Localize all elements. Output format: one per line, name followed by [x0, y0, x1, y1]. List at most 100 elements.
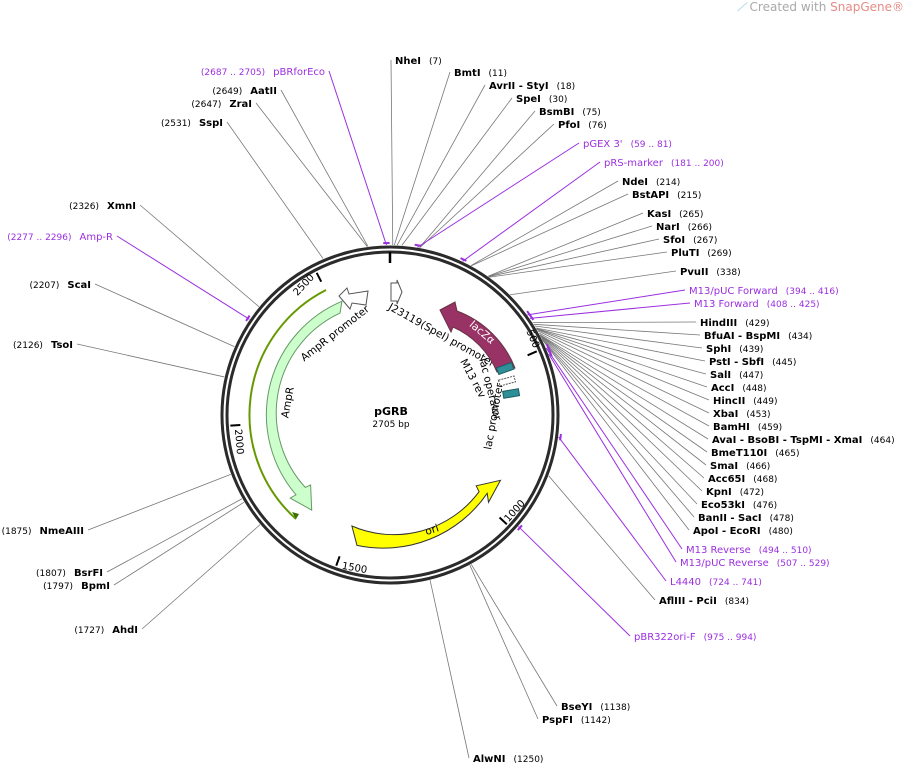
- enzyme-site-pvuii[interactable]: PvuII(338): [680, 267, 741, 278]
- leader-pgex-3: [417, 142, 580, 248]
- enzyme-site-bseyi[interactable]: BseYI(1138): [561, 702, 630, 713]
- enzyme-site-bpmi[interactable]: (1797)BpmI: [43, 581, 110, 592]
- leader-sspi: [226, 121, 324, 259]
- enzyme-site-bstapi[interactable]: BstAPI(215): [632, 190, 701, 201]
- enzyme-site-hindiii[interactable]: HindIII(429): [700, 318, 769, 329]
- ori-arrow: [351, 479, 502, 549]
- primer-name: L4440: [670, 577, 701, 588]
- enzyme-site-sfoi[interactable]: SfoI(267): [663, 235, 717, 246]
- enzyme-site-acc65i[interactable]: Acc65I(468): [708, 474, 777, 485]
- enzyme-site-ndei[interactable]: NdeI(214): [622, 177, 680, 188]
- enzyme-site-pspfi[interactable]: PspFI(1142): [542, 715, 611, 726]
- primer-m13-forward[interactable]: M13 Forward(408 .. 425): [694, 299, 820, 310]
- enzyme-name: XmnI: [107, 201, 136, 212]
- leader-psti-sbfi: [535, 327, 706, 362]
- enzyme-site-zrai[interactable]: (2647)ZraI: [191, 99, 252, 110]
- leader-nari: [488, 225, 653, 277]
- primer-prs-marker[interactable]: pRS-marker(181 .. 200): [604, 158, 724, 169]
- enzyme-site-xbai[interactable]: XbaI(453): [713, 409, 771, 420]
- enzyme-site-sphi[interactable]: SphI(439): [706, 344, 763, 355]
- lacza-arrow: [439, 301, 516, 373]
- leader-pluti: [489, 251, 668, 278]
- enzyme-name: AvaI - BsoBI - TspMI - XmaI: [712, 435, 862, 446]
- leader-bfuai-bspmi: [533, 323, 701, 336]
- leader-bamhi: [538, 332, 710, 427]
- enzyme-site-alwni[interactable]: AlwNI(1250): [473, 754, 543, 765]
- enzyme-name: AlwNI: [473, 754, 506, 765]
- ampr-arrow: [265, 300, 343, 511]
- primer-bar-pgex-3: [414, 243, 422, 247]
- enzyme-site-nmeaiii[interactable]: (1875)NmeAIII: [2, 526, 84, 537]
- leader-m13-forward: [529, 302, 691, 319]
- leader-ndei: [470, 180, 619, 266]
- enzyme-position: (464): [870, 436, 894, 446]
- enzyme-site-sspi[interactable]: (2531)SspI: [161, 118, 223, 129]
- enzyme-site-ahdi[interactable]: (1727)AhdI: [74, 625, 138, 636]
- enzyme-site-apoi-ecori[interactable]: ApoI - EcoRI(480): [693, 526, 793, 537]
- enzyme-site-avai-bsobi-tspmi-xmai[interactable]: AvaI - BsoBI - TspMI - XmaI (464): [712, 435, 895, 446]
- primer-name: pRS-marker: [604, 158, 664, 169]
- primer-l4440[interactable]: L4440(724 .. 741): [670, 577, 762, 588]
- primer-pbr322ori-f[interactable]: pBR322ori-F(975 .. 994): [634, 632, 756, 643]
- enzyme-position: (480): [769, 527, 793, 537]
- enzyme-site-xmni[interactable]: (2326)XmnI: [69, 201, 136, 212]
- enzyme-site-acci[interactable]: AccI(448): [711, 383, 767, 394]
- primer-name: M13 Forward: [694, 299, 759, 310]
- enzyme-site-sali[interactable]: SalI(447): [710, 370, 763, 381]
- enzyme-site-eco53ki[interactable]: Eco53kI(476): [701, 500, 777, 511]
- plasmid-backbone-outer: [220, 245, 560, 585]
- enzyme-site-psti-sbfi[interactable]: PstI - SbfI(445): [709, 357, 796, 368]
- primer-amp-r[interactable]: (2277 .. 2296)Amp-R: [7, 232, 113, 243]
- enzyme-name: Eco53kI: [701, 500, 745, 511]
- primer-pbrforeco[interactable]: (2687 .. 2705)pBRforEco: [201, 67, 325, 78]
- enzyme-site-bmti[interactable]: BmtI(11): [454, 68, 507, 79]
- leader-apoi-ecori: [542, 339, 690, 531]
- enzyme-name: ScaI: [67, 280, 91, 291]
- plasmid-size: 2705 bp: [372, 420, 409, 430]
- enzyme-site-nhei[interactable]: NheI(7): [395, 56, 442, 67]
- enzyme-site-afliii-pcii[interactable]: AflIII - PciI(834): [659, 596, 749, 607]
- enzyme-site-nari[interactable]: NarI(266): [656, 222, 712, 233]
- enzyme-site-hincii[interactable]: HincII(449): [713, 396, 778, 407]
- enzyme-name: NarI: [656, 222, 680, 233]
- enzyme-name: KasI: [647, 209, 671, 220]
- enzyme-site-bsmbi[interactable]: BsmBI(75): [539, 107, 601, 118]
- leader-smai: [539, 334, 707, 466]
- leader-nmeaiii: [87, 474, 231, 531]
- enzyme-site-scai[interactable]: (2207)ScaI: [29, 280, 91, 291]
- primer-m13-puc-reverse[interactable]: M13/pUC Reverse(507 .. 529): [680, 558, 830, 569]
- enzyme-name: NheI: [395, 56, 421, 67]
- enzyme-position: (265): [679, 210, 703, 220]
- m13-rev-mark: [495, 361, 515, 376]
- feature-ampr: AmpR: [248, 289, 343, 520]
- enzyme-site-spei[interactable]: SpeI(30): [516, 94, 567, 105]
- leader-pvuii: [510, 270, 677, 296]
- enzyme-position: (445): [772, 358, 796, 368]
- enzyme-site-pfoi[interactable]: PfoI(76): [558, 120, 607, 131]
- enzyme-site-tsoi[interactable]: (2126)TsoI: [13, 340, 73, 351]
- enzyme-site-avrii-styi[interactable]: AvrII - StyI(18): [489, 81, 575, 92]
- primer-m13-puc-forward[interactable]: M13/pUC Forward(394 .. 416): [689, 286, 839, 297]
- enzyme-site-kasi[interactable]: KasI (265): [647, 209, 703, 220]
- enzyme-name: PspFI: [542, 715, 573, 726]
- enzyme-site-bamhi[interactable]: BamHI(459): [713, 422, 782, 433]
- enzyme-site-pluti[interactable]: PluTI(269): [671, 248, 732, 259]
- enzyme-site-bsrfi[interactable]: (1807)BsrFI: [36, 568, 103, 579]
- primer-range: (2277 .. 2296): [7, 233, 71, 243]
- enzyme-name: SpeI: [516, 94, 541, 105]
- enzyme-site-smai[interactable]: SmaI(466): [710, 461, 770, 472]
- leader-sfoi: [488, 238, 660, 278]
- enzyme-name: AatII: [250, 86, 277, 97]
- enzyme-site-bfuai-bspmi[interactable]: BfuAI - BspMI(434): [704, 331, 812, 342]
- enzyme-site-banii-saci[interactable]: BanII - SacI(478): [698, 513, 794, 524]
- enzyme-site-bmet110i[interactable]: BmeT110I(465): [711, 448, 799, 459]
- primer-pgex-3[interactable]: pGEX 3'(59 .. 81): [583, 139, 672, 150]
- lac-operator-mark: [502, 388, 521, 399]
- watermark-brand: SnapGene®: [830, 0, 904, 14]
- primer-m13-reverse[interactable]: M13 Reverse(494 .. 510): [686, 545, 812, 556]
- enzyme-position: (1138): [600, 703, 630, 713]
- ampr-promoter-arrow: [338, 287, 369, 311]
- enzyme-site-kpni[interactable]: KpnI(472): [706, 487, 764, 498]
- enzyme-position: (75): [582, 108, 600, 118]
- enzyme-site-aatii[interactable]: (2649)AatII: [212, 86, 277, 97]
